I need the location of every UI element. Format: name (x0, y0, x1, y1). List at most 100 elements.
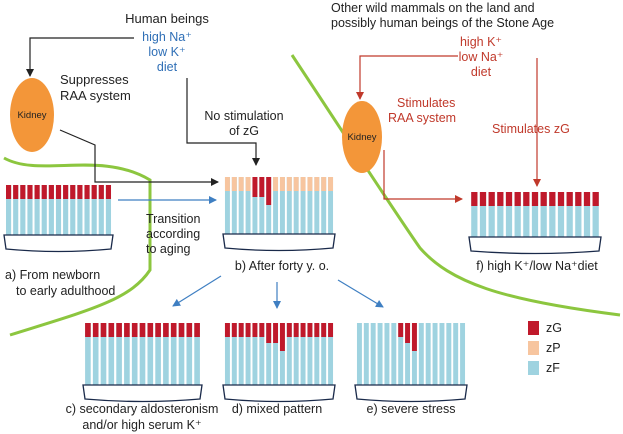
panel-b-column (307, 177, 313, 238)
panel-a-column (70, 185, 76, 239)
legend-label-zF: zF (546, 361, 560, 375)
panel-a-column (41, 185, 47, 239)
panel-a-label-line-1: a) From newborn (5, 268, 100, 282)
panel-f-column (575, 192, 582, 241)
panel-a-column (6, 185, 12, 239)
legend-label-zP: zP (546, 341, 561, 355)
left-diet-line-3: diet (157, 60, 178, 74)
panel-f-label: f) high K⁺/low Na⁺diet (476, 259, 598, 273)
panel-a-column (63, 185, 69, 239)
panel-c-column (139, 323, 146, 389)
panel-f-column (471, 192, 478, 241)
panel-e-label: e) severe stress (367, 402, 456, 416)
panel-b-cap (252, 177, 258, 197)
panel-b-column (328, 177, 334, 238)
panel-c-column (92, 323, 99, 389)
divider-top-left (3, 156, 152, 337)
panel-e-cap (411, 323, 417, 351)
panel-a-column (48, 185, 54, 239)
panel-c-column (155, 323, 161, 389)
panel-f-cap (583, 192, 591, 206)
arrow-diet-to-kidney (26, 37, 134, 77)
divider-right (290, 54, 621, 317)
panel-f-column (505, 192, 513, 241)
panel-a-cap (13, 185, 19, 199)
panel-a-column (84, 185, 90, 239)
right-effect-line-2: RAA system (388, 111, 456, 125)
panel-d-column (259, 323, 265, 389)
panel-e-column (460, 323, 466, 389)
panel-b-label: b) After forty y. o. (235, 259, 329, 273)
panel-c-cap (170, 323, 177, 337)
panel-d-cap (286, 323, 292, 337)
panel-d-column (307, 323, 313, 389)
panel-d-cap (231, 323, 237, 337)
panel-d-cap (279, 323, 285, 351)
panel-c-cap (131, 323, 138, 337)
panel-a-cap (27, 185, 33, 199)
panel-d-cap (238, 323, 244, 337)
panel-c-column (194, 323, 200, 389)
panel-e-column (370, 323, 376, 389)
legend-swatch-zP (528, 341, 539, 355)
panel-b-column (314, 177, 320, 238)
panel-d-cap (314, 323, 320, 337)
right-diet-line-1: high K⁺ (460, 35, 502, 49)
panel-b-cap (238, 177, 244, 191)
panel-e-column (418, 323, 424, 389)
panel-f-base (468, 236, 602, 255)
legend-swatch-zG (528, 321, 539, 335)
panel-c-cap (92, 323, 99, 337)
panel-d-cap (224, 323, 230, 337)
panel-b-column (252, 177, 258, 238)
left-effect-line-2: RAA system (60, 88, 131, 103)
panel-d-column (286, 323, 292, 389)
panel-f-cap (479, 192, 487, 206)
legend: zG zP zF (528, 321, 562, 375)
kidney-right-label: Kidney (347, 132, 376, 143)
panel-f-column (592, 192, 599, 241)
panel-b-base (222, 233, 336, 252)
panel-a-cap (84, 185, 90, 199)
panel-c-cap (178, 323, 185, 337)
panel-a (3, 185, 114, 253)
panel-c-cap (147, 323, 154, 337)
kidney-left (10, 78, 54, 152)
panel-e-column (425, 323, 431, 389)
panel-f-column (557, 192, 565, 241)
legend-label-zG: zG (546, 321, 562, 335)
panel-a-column (77, 185, 83, 239)
panel-f-cap (592, 192, 599, 206)
panel-f-column (531, 192, 539, 241)
panel-e-column (405, 323, 411, 389)
right-diet-line-3: diet (471, 65, 492, 79)
panel-d-column (314, 323, 320, 389)
panel-b-column (238, 177, 244, 238)
panel-b-column (279, 177, 285, 238)
panel-f-cap (557, 192, 565, 206)
panel-c-column (170, 323, 177, 389)
panel-b-cap (259, 177, 265, 197)
panel-c-column (147, 323, 154, 389)
panel-c-cap (139, 323, 146, 337)
panel-c-cap (155, 323, 161, 337)
panel-f-column (479, 192, 487, 241)
panel-b-column (300, 177, 306, 238)
panel-a-cap (48, 185, 54, 199)
transition-line-3: to aging (146, 242, 191, 256)
panel-b-cap (314, 177, 320, 191)
left-title: Human beings (125, 11, 209, 26)
panel-f-cap (505, 192, 513, 206)
panel-a-cap (91, 185, 97, 199)
panel-e-column (411, 323, 417, 389)
no-stimulation-line-2: of zG (229, 124, 259, 138)
left-diet-line-1: high Na⁺ (142, 30, 192, 44)
panel-d-cap (307, 323, 313, 337)
panel-c-column (124, 323, 130, 389)
panel-f-column (540, 192, 547, 241)
panel-d-column (273, 323, 279, 389)
right-title-line-1: Other wild mammals on the land and (331, 1, 535, 15)
panel-a-cap (63, 185, 69, 199)
panel-a-cap (6, 185, 12, 199)
